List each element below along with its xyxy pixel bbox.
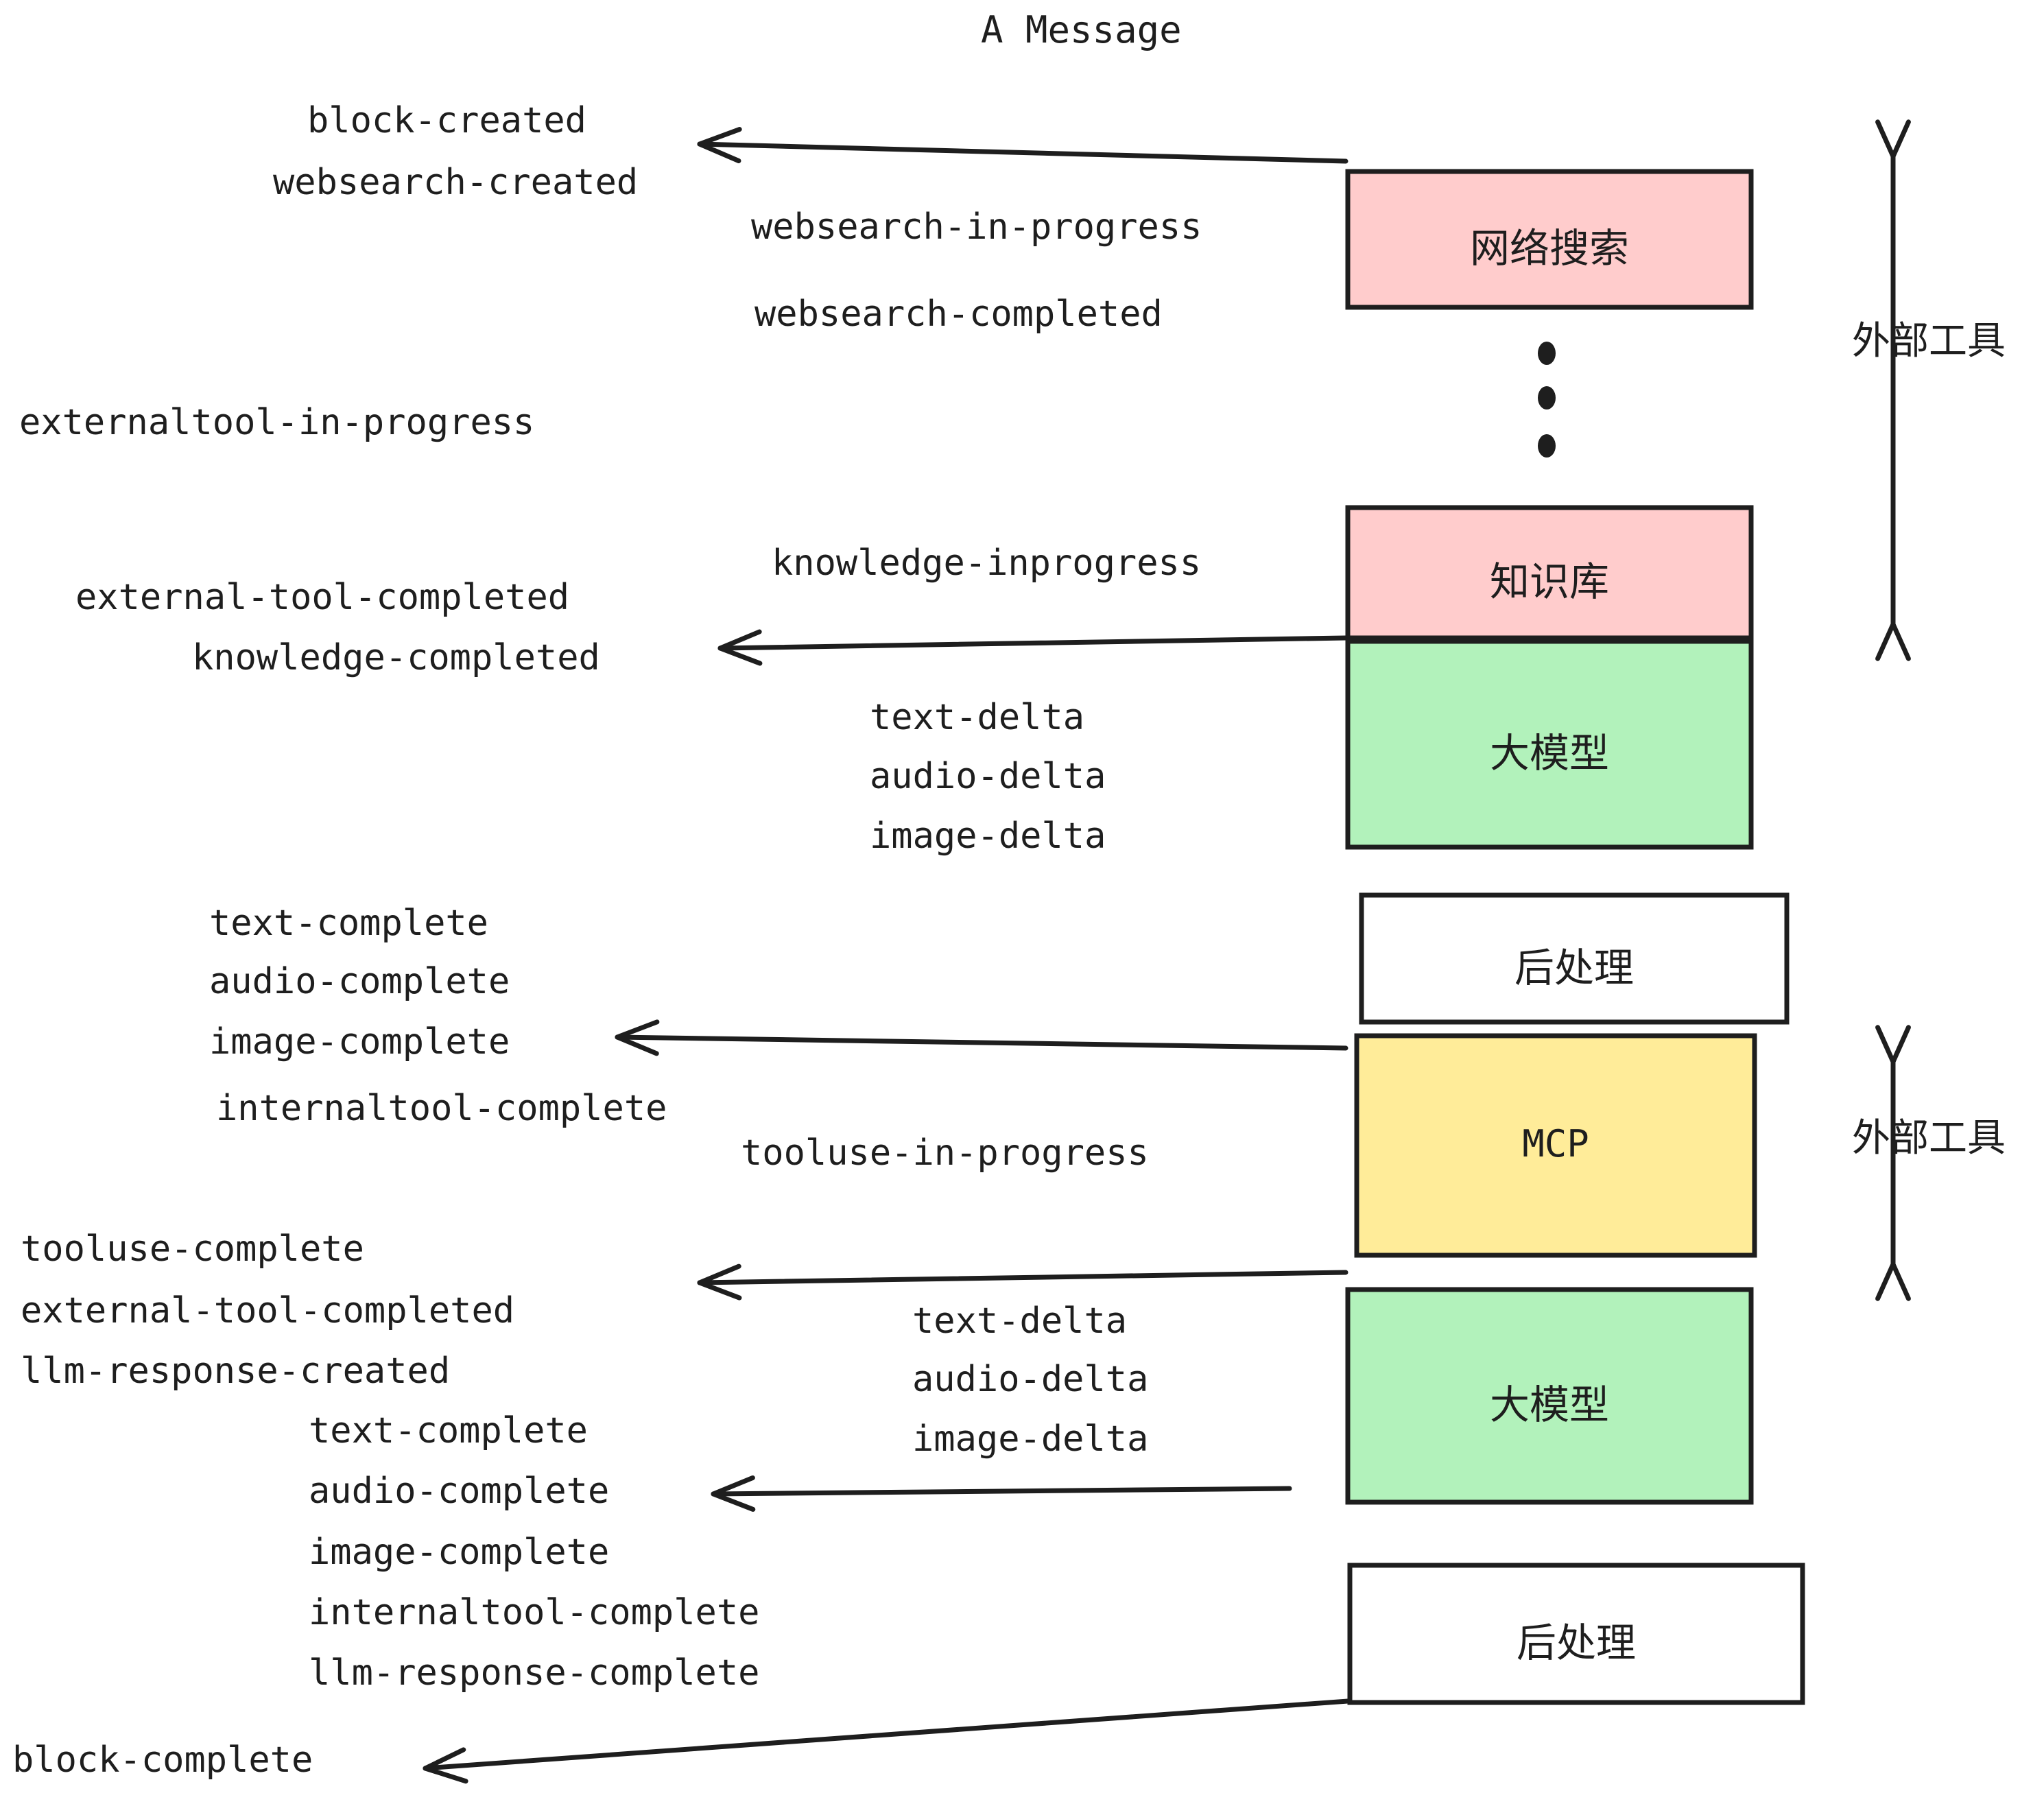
side-label-external-tools-bottom: 外部工具	[1852, 1116, 2006, 1161]
event-label-image-delta-2: image-delta	[912, 1419, 1149, 1460]
event-label-external-tool-completed-2: external-tool-completed	[21, 1290, 515, 1331]
arrow-websearch-created	[697, 127, 1348, 164]
event-label-block-created: block-created	[307, 100, 586, 141]
event-label-external-tool-completed-1: external-tool-completed	[75, 577, 570, 618]
event-label-audio-complete-2: audio-complete	[309, 1471, 610, 1512]
box-llm-top[interactable]	[1345, 639, 1754, 850]
box-label-llm-bottom: 大模型	[1489, 1381, 1609, 1428]
event-label-text-delta-1: text-delta	[870, 697, 1085, 738]
event-label-externaltool-in-progress: externaltool-in-progress	[19, 402, 535, 443]
event-label-audio-complete-1: audio-complete	[209, 961, 510, 1002]
event-label-image-complete-1: image-complete	[209, 1021, 510, 1063]
ellipsis-dot-1	[1538, 342, 1556, 365]
event-label-internaltool-complete-2: internaltool-complete	[309, 1592, 760, 1633]
side-label-external-tools-top: 外部工具	[1852, 319, 2006, 364]
arrow-audio-complete	[711, 1475, 1292, 1512]
event-label-text-complete-2: text-complete	[309, 1410, 588, 1451]
arrow-block-complete	[423, 1698, 1351, 1784]
event-label-tooluse-complete: tooluse-complete	[21, 1229, 364, 1270]
arrow-tooluse-complete	[697, 1263, 1348, 1301]
event-label-image-delta-1: image-delta	[870, 816, 1106, 857]
ellipsis-dot-3	[1538, 434, 1556, 458]
box-label-websearch: 网络搜索	[1469, 225, 1629, 272]
box-label-llm-top: 大模型	[1489, 730, 1609, 776]
arrow-knowledge-completed	[717, 629, 1348, 666]
event-label-internaltool-complete-1: internaltool-complete	[216, 1088, 667, 1129]
box-mcp[interactable]	[1354, 1033, 1757, 1258]
event-label-image-complete-2: image-complete	[309, 1532, 610, 1573]
event-label-knowledge-completed: knowledge-completed	[192, 637, 600, 678]
event-label-audio-delta-2: audio-delta	[912, 1359, 1149, 1400]
event-label-block-complete: block-complete	[12, 1740, 313, 1781]
page-title: A Message	[981, 8, 1182, 51]
box-postprocess-bottom[interactable]	[1347, 1563, 1805, 1705]
event-label-tooluse-in-progress: tooluse-in-progress	[741, 1132, 1149, 1174]
ellipsis-dot-2	[1538, 386, 1556, 410]
event-label-websearch-completed: websearch-completed	[754, 294, 1163, 335]
double-arrow-external-tools-bottom	[1875, 1025, 1911, 1301]
event-label-text-delta-2: text-delta	[912, 1301, 1128, 1342]
box-knowledge[interactable]	[1345, 505, 1754, 641]
double-arrow-external-tools-top	[1875, 119, 1911, 661]
box-label-postprocess-bottom: 后处理	[1516, 1619, 1636, 1666]
box-websearch[interactable]	[1345, 169, 1754, 310]
box-postprocess-top[interactable]	[1359, 892, 1790, 1025]
box-label-knowledge: 知识库	[1489, 558, 1609, 605]
event-label-knowledge-inprogress: knowledge-inprogress	[772, 543, 1202, 584]
box-llm-bottom[interactable]	[1345, 1287, 1754, 1505]
event-label-audio-delta-1: audio-delta	[870, 756, 1106, 797]
box-label-mcp: MCP	[1522, 1122, 1589, 1165]
event-label-llm-response-created: llm-response-created	[21, 1351, 451, 1392]
box-label-postprocess-top: 后处理	[1514, 944, 1634, 991]
event-label-websearch-created: websearch-created	[273, 162, 639, 203]
arrow-image-complete	[615, 1019, 1348, 1056]
event-label-text-complete-1: text-complete	[209, 903, 488, 944]
event-label-websearch-in-progress: websearch-in-progress	[751, 206, 1202, 248]
event-label-llm-response-complete: llm-response-complete	[309, 1652, 760, 1694]
